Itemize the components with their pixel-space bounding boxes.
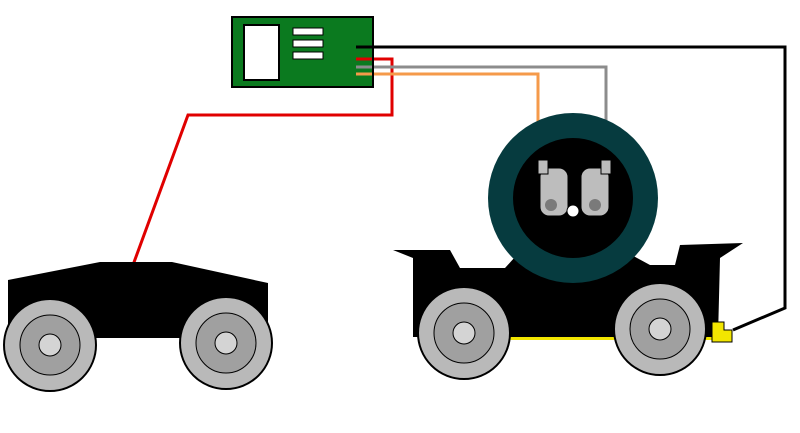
hub-icon [38,333,62,357]
motor-front-wheel [417,286,511,380]
contact-pad-3 [292,51,324,60]
red-wire [131,57,394,266]
decoder-board [231,16,374,88]
pickup-icon [711,321,733,343]
left-front-wheel [3,298,97,392]
left-rear-wheel [179,296,273,390]
left-brush-clip [537,159,549,175]
contact-pad-1 [292,27,324,36]
unpowered-truck [3,262,273,392]
right-brush-contact [589,199,601,211]
left-brush-contact [545,199,557,211]
right-brush [580,167,610,217]
motor-icon [513,138,633,258]
hub-icon [648,317,672,341]
chip-icon [243,24,280,81]
right-brush-clip [600,159,612,175]
hub-icon [214,331,238,355]
contact-pad-2 [292,39,324,48]
motor-rear-wheel [613,282,707,376]
hub-icon [452,321,476,345]
motor-shaft [566,204,580,218]
motor [488,113,658,283]
black-wire [370,45,787,332]
motor-truck [393,113,743,380]
